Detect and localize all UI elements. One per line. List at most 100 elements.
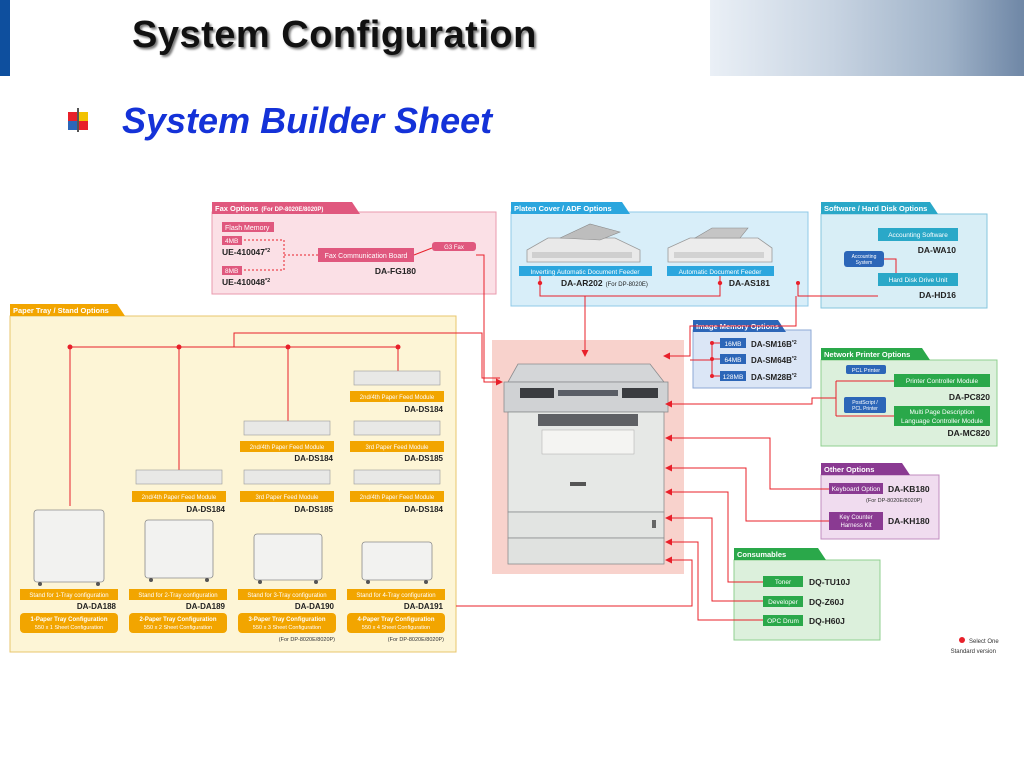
adf-image: [667, 227, 773, 263]
other-keyboard-label: Keyboard Option: [832, 486, 881, 493]
memory-item-1-note: *2: [792, 340, 797, 346]
stand-1-cfg1: 1-Paper Tray Configuration: [30, 617, 107, 623]
platen-item2-model: DA-AS181: [729, 278, 770, 288]
stand-images: [33, 509, 433, 586]
platen-item1-label: Inverting Automatic Document Feeder: [530, 269, 640, 276]
legend-standard: Standard version: [951, 649, 996, 655]
inverting-adf-image: [526, 223, 641, 263]
stand-1-cfg2: 550 x 1 Sheet Configuration: [35, 625, 103, 631]
platen-item1-note: (For DP-8020E): [606, 282, 648, 288]
fax-header-note: (For DP-8020E/8020P): [261, 207, 323, 213]
fax-header: Fax Options: [215, 204, 258, 213]
fax-options-panel: Fax Options(For DP-8020E/8020P) Flash Me…: [211, 202, 497, 295]
memory-item-1-size: 16MB: [725, 341, 742, 348]
software-sub-label-2: System: [856, 260, 873, 266]
module-m4c-model: DA-DS184: [404, 505, 443, 514]
stand-1-model: DA-DA188: [77, 602, 117, 611]
fax-mem2-size: 8MB: [225, 268, 238, 275]
stand-4-cfg2: 550 x 4 Sheet Configuration: [362, 625, 430, 631]
stand-4-model: DA-DA191: [404, 602, 444, 611]
slide-title: System Configuration: [132, 14, 537, 56]
module-m2-label: 2nd/4th Paper Feed Module: [142, 495, 217, 501]
platen-item1-model: DA-AR202: [561, 278, 603, 288]
module-m4a-model: DA-DS184: [404, 405, 443, 414]
software-hdd-panel: Software / Hard Disk Options Accounting …: [820, 202, 988, 309]
memory-item-2-size: 64MB: [725, 357, 742, 364]
other-keyboard-model: DA-KB180: [888, 484, 930, 494]
stand-4-label: Stand for 4-Tray configuration: [356, 593, 435, 599]
network-printer-panel: Network Printer Options PCL Printer Post…: [820, 348, 998, 447]
network-mpd-label-2: Language Controller Module: [901, 418, 983, 425]
memory-item-2-note: *2: [792, 356, 797, 362]
software-accounting-label: Accounting Software: [888, 232, 948, 239]
stand-3-cfg1: 3-Paper Tray Configuration: [248, 617, 325, 623]
stand-3-label: Stand for 3-Tray configuration: [247, 593, 326, 599]
module-m4b-model: DA-DS185: [404, 454, 443, 463]
network-header: Network Printer Options: [824, 350, 910, 359]
stand-3-note: (For DP-8020E/8020P): [279, 637, 335, 643]
paper-header: Paper Tray / Stand Options: [13, 306, 109, 315]
fax-mem1-size: 4MB: [225, 238, 238, 245]
network-controller-label: Printer Controller Module: [906, 378, 979, 385]
svg-text:DA-AR202(For DP-8020E): DA-AR202(For DP-8020E): [561, 278, 648, 288]
network-mpd-label-1: Multi Page Description: [909, 409, 974, 416]
network-ps-tag-1: PostScript /: [852, 400, 878, 406]
stand-2-label: Stand for 2-Tray configuration: [138, 593, 217, 599]
svg-text:DA-SM64B*2: DA-SM64B*2: [751, 356, 797, 365]
stand-3-cfg2: 550 x 3 Sheet Configuration: [253, 625, 321, 631]
svg-text:DA-SM28B*2: DA-SM28B*2: [751, 373, 797, 382]
module-m3a-label: 2nd/4th Paper Feed Module: [250, 445, 325, 451]
network-ps-tag-2: PCL Printer: [852, 406, 878, 412]
bullet-icon: [68, 108, 88, 132]
fax-mem1-note: *2: [265, 248, 270, 254]
svg-text:UE-410048*2: UE-410048*2: [222, 277, 270, 287]
paper-tray-panel: Paper Tray / Stand Options 2nd/4th Paper…: [9, 304, 500, 653]
legend: Select One Standard version: [951, 637, 999, 655]
platen-item2-label: Automatic Document Feeder: [679, 269, 763, 276]
memory-item-1-model: DA-SM16B: [751, 340, 792, 349]
consumables-item-2-label: Developer: [768, 599, 798, 606]
image-memory-panel: Image Memory Options 16MB DA-SM16B*2 64M…: [692, 320, 812, 389]
module-m4c-label: 2nd/4th Paper Feed Module: [360, 495, 435, 501]
header-title-area: [10, 0, 710, 76]
stand-2-cfg2: 550 x 2 Sheet Configuration: [144, 625, 212, 631]
software-hdd-model: DA-HD16: [919, 290, 956, 300]
legend-select-one: Select One: [969, 639, 999, 645]
fax-g3-label: G3 Fax: [444, 245, 464, 251]
memory-item-3-model: DA-SM28B: [751, 373, 792, 382]
stand-4-cfg1: 4-Paper Tray Configuration: [357, 617, 434, 623]
other-options-panel: Other Options Keyboard Option DA-KB180 (…: [820, 463, 940, 540]
consumables-item-2-model: DQ-Z60J: [809, 597, 844, 607]
svg-text:DA-SM16B*2: DA-SM16B*2: [751, 340, 797, 349]
other-counter-model: DA-KH180: [888, 516, 930, 526]
fax-mem2-note: *2: [265, 278, 270, 284]
software-sub-label-1: Accounting: [852, 254, 877, 260]
software-accounting-model: DA-WA10: [918, 245, 957, 255]
module-m4b-label: 3rd Paper Feed Module: [365, 445, 429, 451]
consumables-header: Consumables: [737, 550, 786, 559]
module-m3a-model: DA-DS184: [294, 454, 333, 463]
consumables-item-3-label: OPC Drum: [767, 618, 799, 625]
other-counter-label-1: Key Counter: [839, 515, 872, 521]
fax-mem1-model: UE-410047: [222, 247, 265, 257]
fax-board-label: Fax Communication Board: [325, 253, 408, 260]
module-m3b-model: DA-DS185: [294, 505, 333, 514]
tray-module-image: [135, 370, 441, 485]
slide-subtitle: System Builder Sheet: [122, 100, 493, 141]
other-counter-label-2: Harness Kit: [840, 523, 871, 529]
memory-item-3-note: *2: [792, 373, 797, 379]
stand-2-model: DA-DA189: [186, 602, 226, 611]
fax-mem2-model: UE-410048: [222, 277, 265, 287]
copier-machine: [492, 340, 684, 574]
network-pcl-tag: PCL Printer: [852, 368, 880, 374]
network-controller-model: DA-PC820: [949, 392, 990, 402]
platen-header: Platen Cover / ADF Options: [514, 204, 612, 213]
network-mpd-model: DA-MC820: [947, 428, 990, 438]
module-m3b-label: 3rd Paper Feed Module: [255, 495, 319, 501]
svg-text:Fax Options(For DP-8020E/8020P: Fax Options(For DP-8020E/8020P): [215, 204, 323, 213]
fax-board-model: DA-FG180: [375, 266, 416, 276]
consumables-panel: Consumables Toner DQ-TU10J Developer DQ-…: [733, 548, 881, 641]
svg-text:UE-410047*2: UE-410047*2: [222, 247, 270, 257]
memory-item-2-model: DA-SM64B: [751, 356, 792, 365]
